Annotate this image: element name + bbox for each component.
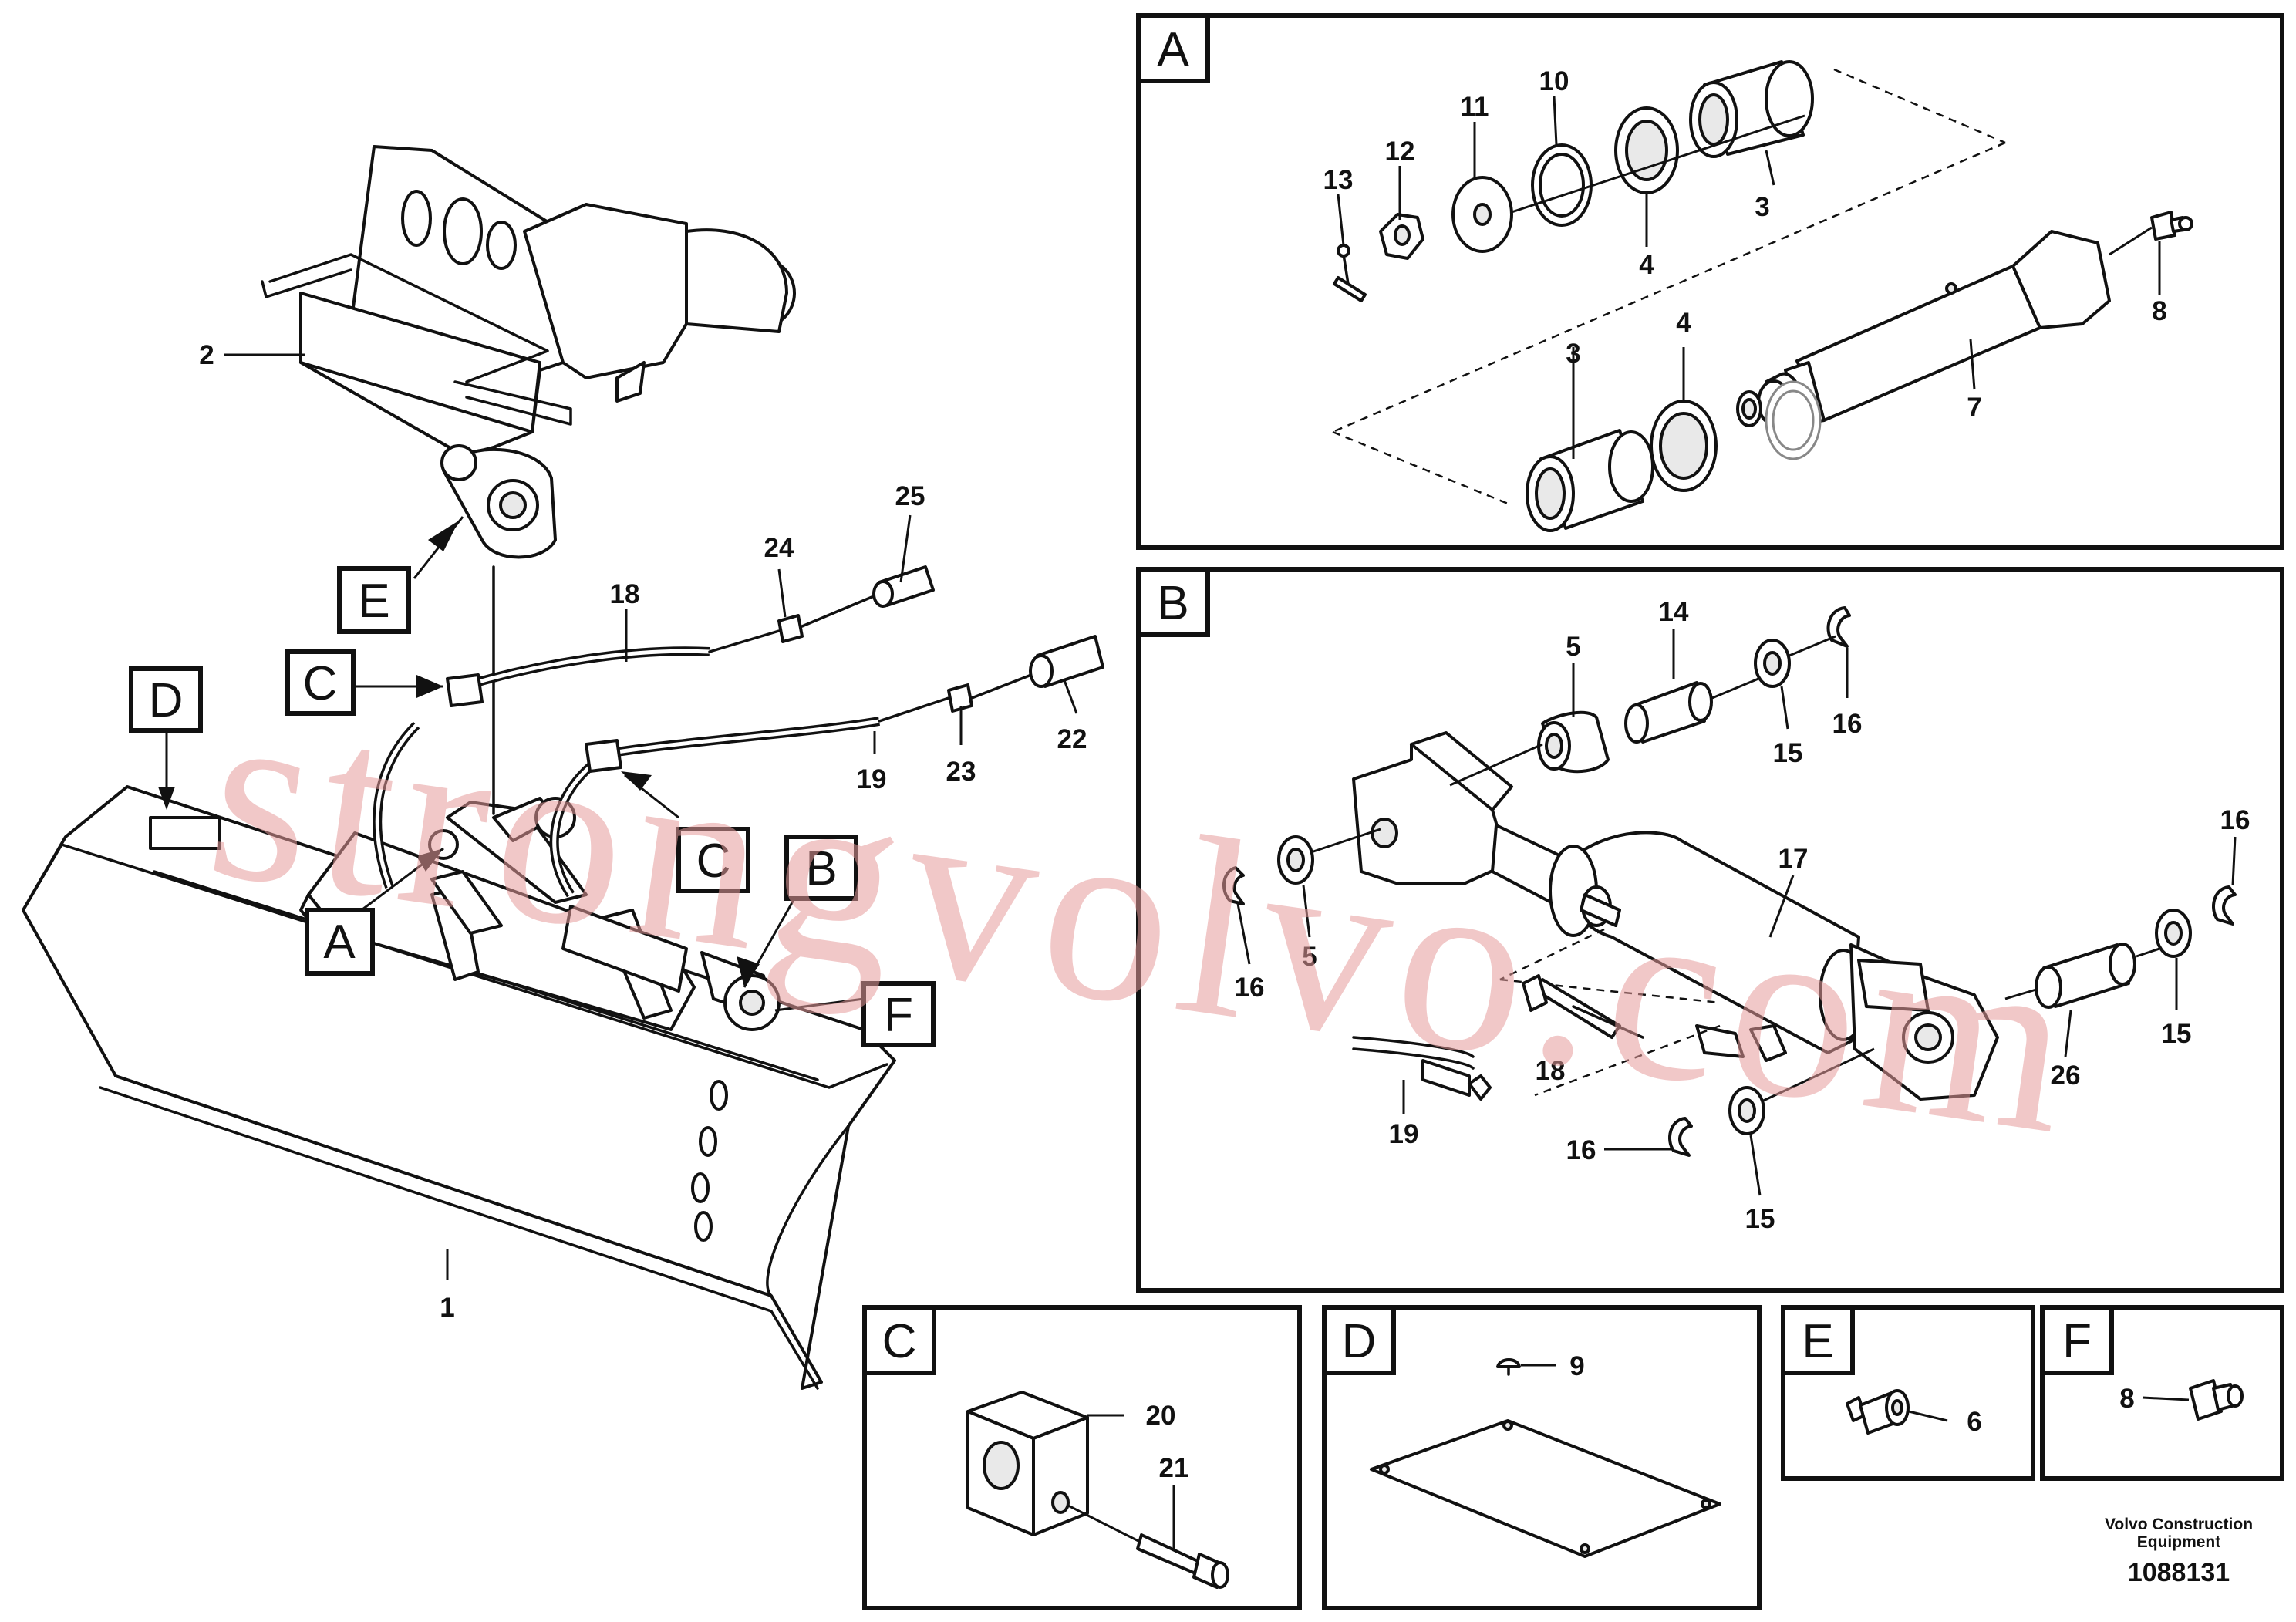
svg-text:16: 16 — [2220, 805, 2250, 835]
callout-tag-b: B — [784, 835, 858, 901]
panel-c: C 20 21 — [862, 1305, 1302, 1610]
label-18: 18 — [610, 579, 640, 609]
svg-text:26: 26 — [2051, 1061, 2081, 1091]
svg-text:15: 15 — [1745, 1204, 1775, 1234]
svg-text:11: 11 — [1461, 92, 1489, 122]
svg-text:F: F — [2062, 1315, 2092, 1368]
callout-tag-c-lower: C — [676, 827, 750, 893]
callout-tag-c-upper: C — [285, 649, 356, 716]
label-23: 23 — [946, 757, 976, 787]
svg-text:10: 10 — [1539, 66, 1569, 96]
main-part-numbers: 2 1 18 19 23 22 24 25 — [199, 340, 1087, 1323]
main-assembly: E C D C B A F 2 1 18 1 — [22, 145, 1104, 1390]
svg-text:18: 18 — [1536, 1056, 1566, 1086]
svg-text:16: 16 — [1566, 1135, 1596, 1165]
svg-text:D: D — [149, 674, 184, 727]
svg-text:6: 6 — [1967, 1407, 1981, 1437]
hose-19 — [549, 696, 950, 898]
label-1: 1 — [440, 1293, 454, 1323]
callout-tag-a: A — [305, 908, 375, 976]
panel-d: D 9 — [1322, 1305, 1762, 1610]
svg-text:1088131: 1088131 — [2128, 1558, 2230, 1587]
svg-text:14: 14 — [1659, 597, 1689, 627]
svg-text:3: 3 — [1755, 192, 1769, 222]
svg-text:B: B — [1157, 577, 1188, 630]
svg-text:4: 4 — [1639, 250, 1654, 280]
hose-18 — [373, 629, 781, 889]
svg-text:8: 8 — [2119, 1384, 2134, 1414]
label-24: 24 — [764, 533, 794, 563]
svg-text:A: A — [323, 916, 356, 969]
svg-text:4: 4 — [1676, 308, 1691, 338]
svg-text:5: 5 — [1302, 942, 1317, 972]
svg-text:13: 13 — [1323, 165, 1354, 195]
svg-text:12: 12 — [1385, 137, 1415, 167]
svg-text:D: D — [1342, 1315, 1377, 1368]
svg-text:15: 15 — [1773, 738, 1803, 768]
svg-text:16: 16 — [1235, 973, 1265, 1003]
svg-text:E: E — [1802, 1315, 1833, 1368]
panel-f: F 8 — [2040, 1305, 2284, 1481]
panel-b: B — [1136, 567, 2284, 1293]
credit-block: Volvo Construction Equipment 1088131 — [2105, 1516, 2253, 1587]
svg-text:Volvo Construction: Volvo Construction — [2105, 1516, 2253, 1533]
svg-text:E: E — [358, 575, 389, 628]
svg-text:Equipment: Equipment — [2137, 1533, 2221, 1551]
svg-text:F: F — [884, 989, 913, 1042]
svg-text:B: B — [805, 842, 837, 895]
panel-a: A — [1136, 13, 2284, 550]
callout-tag-e: E — [337, 566, 411, 634]
label-25: 25 — [895, 481, 925, 511]
main-leaders — [158, 353, 1078, 1280]
label-19: 19 — [857, 764, 887, 794]
svg-text:8: 8 — [2152, 296, 2166, 326]
panel-e: E 6 — [1781, 1305, 2035, 1481]
svg-text:16: 16 — [1832, 709, 1863, 739]
svg-text:19: 19 — [1389, 1119, 1419, 1149]
svg-text:15: 15 — [2162, 1019, 2192, 1049]
svg-text:3: 3 — [1566, 339, 1580, 369]
svg-text:A: A — [1157, 23, 1189, 76]
svg-text:7: 7 — [1967, 393, 1981, 423]
label-22: 22 — [1057, 724, 1087, 754]
callout-tag-f: F — [861, 981, 936, 1047]
svg-text:20: 20 — [1146, 1401, 1176, 1431]
svg-text:C: C — [882, 1315, 917, 1368]
svg-text:9: 9 — [1569, 1351, 1584, 1381]
callout-tag-d: D — [129, 666, 203, 733]
svg-text:C: C — [696, 835, 731, 888]
fittings — [777, 565, 1104, 713]
label-2: 2 — [199, 340, 214, 370]
svg-text:17: 17 — [1778, 844, 1809, 874]
quick-coupler — [261, 145, 796, 559]
svg-text:C: C — [303, 657, 338, 710]
svg-text:5: 5 — [1566, 632, 1580, 662]
svg-text:21: 21 — [1159, 1453, 1189, 1483]
